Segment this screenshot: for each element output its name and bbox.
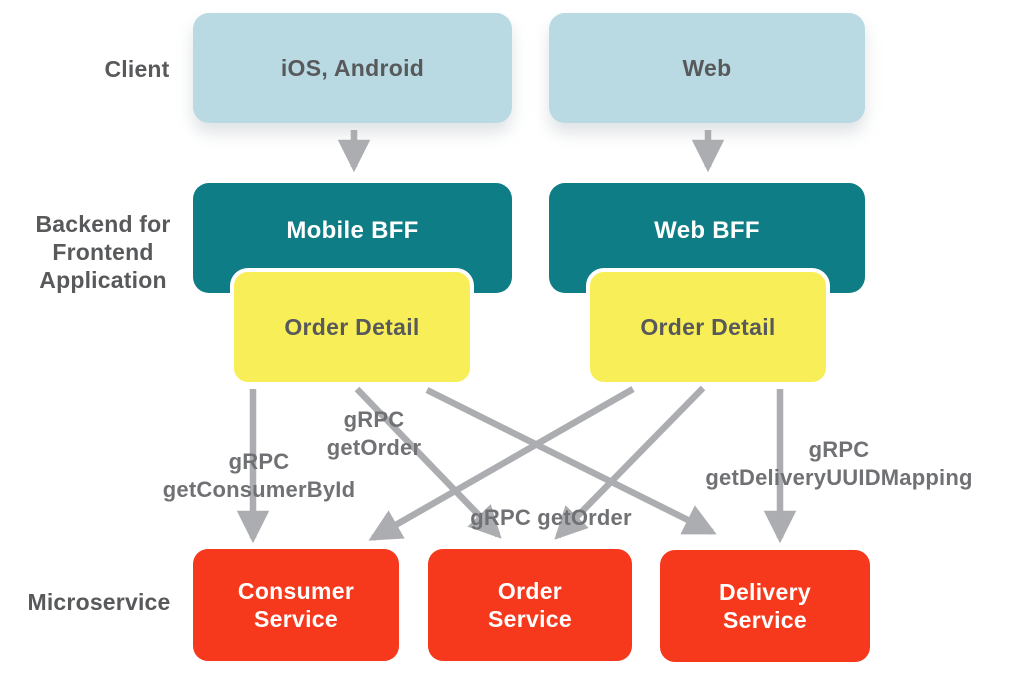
edge-label-get-delivery-uuid-mapping: gRPC getDeliveryUUIDMapping (705, 437, 973, 490)
service-box-consumer: Consumer Service (193, 549, 399, 661)
bff-box-mobile-label: Mobile BFF (286, 217, 419, 244)
edge-label-get-order-mobile: gRPC getOrder (326, 407, 422, 460)
arrow-web-od-to-order-service (554, 385, 706, 540)
service-box-delivery: Delivery Service (660, 550, 870, 662)
arrow-web-od-to-consumer-service (368, 386, 635, 541)
order-detail-box-mobile: Order Detail (230, 268, 474, 386)
service-box-order-label: Order Service (488, 578, 572, 632)
edge-label-get-consumer-by-id: gRPC getConsumerById (162, 449, 356, 502)
order-detail-box-web: Order Detail (586, 268, 830, 386)
order-detail-box-web-label: Order Detail (640, 313, 776, 340)
arrow-mobile-od-to-delivery-service (425, 387, 717, 535)
microservice-row-label: Microservice (27, 589, 171, 615)
edge-label-get-order-shared: gRPC getOrder (470, 505, 632, 530)
arrow-mobile-od-to-order-service (354, 386, 502, 539)
bff-row-label: Backend for Frontend Application (35, 211, 171, 293)
client-row-label: Client (104, 56, 170, 82)
client-box-ios-android: iOS, Android (193, 13, 512, 123)
bff-box-web-label: Web BFF (654, 217, 760, 244)
client-box-web-label: Web (682, 54, 732, 81)
service-box-consumer-label: Consumer Service (237, 578, 355, 632)
service-box-order: Order Service (428, 549, 632, 661)
client-box-web: Web (549, 13, 865, 123)
service-box-delivery-label: Delivery Service (719, 579, 811, 633)
order-detail-box-mobile-label: Order Detail (284, 313, 420, 340)
client-box-ios-android-label: iOS, Android (280, 54, 425, 81)
